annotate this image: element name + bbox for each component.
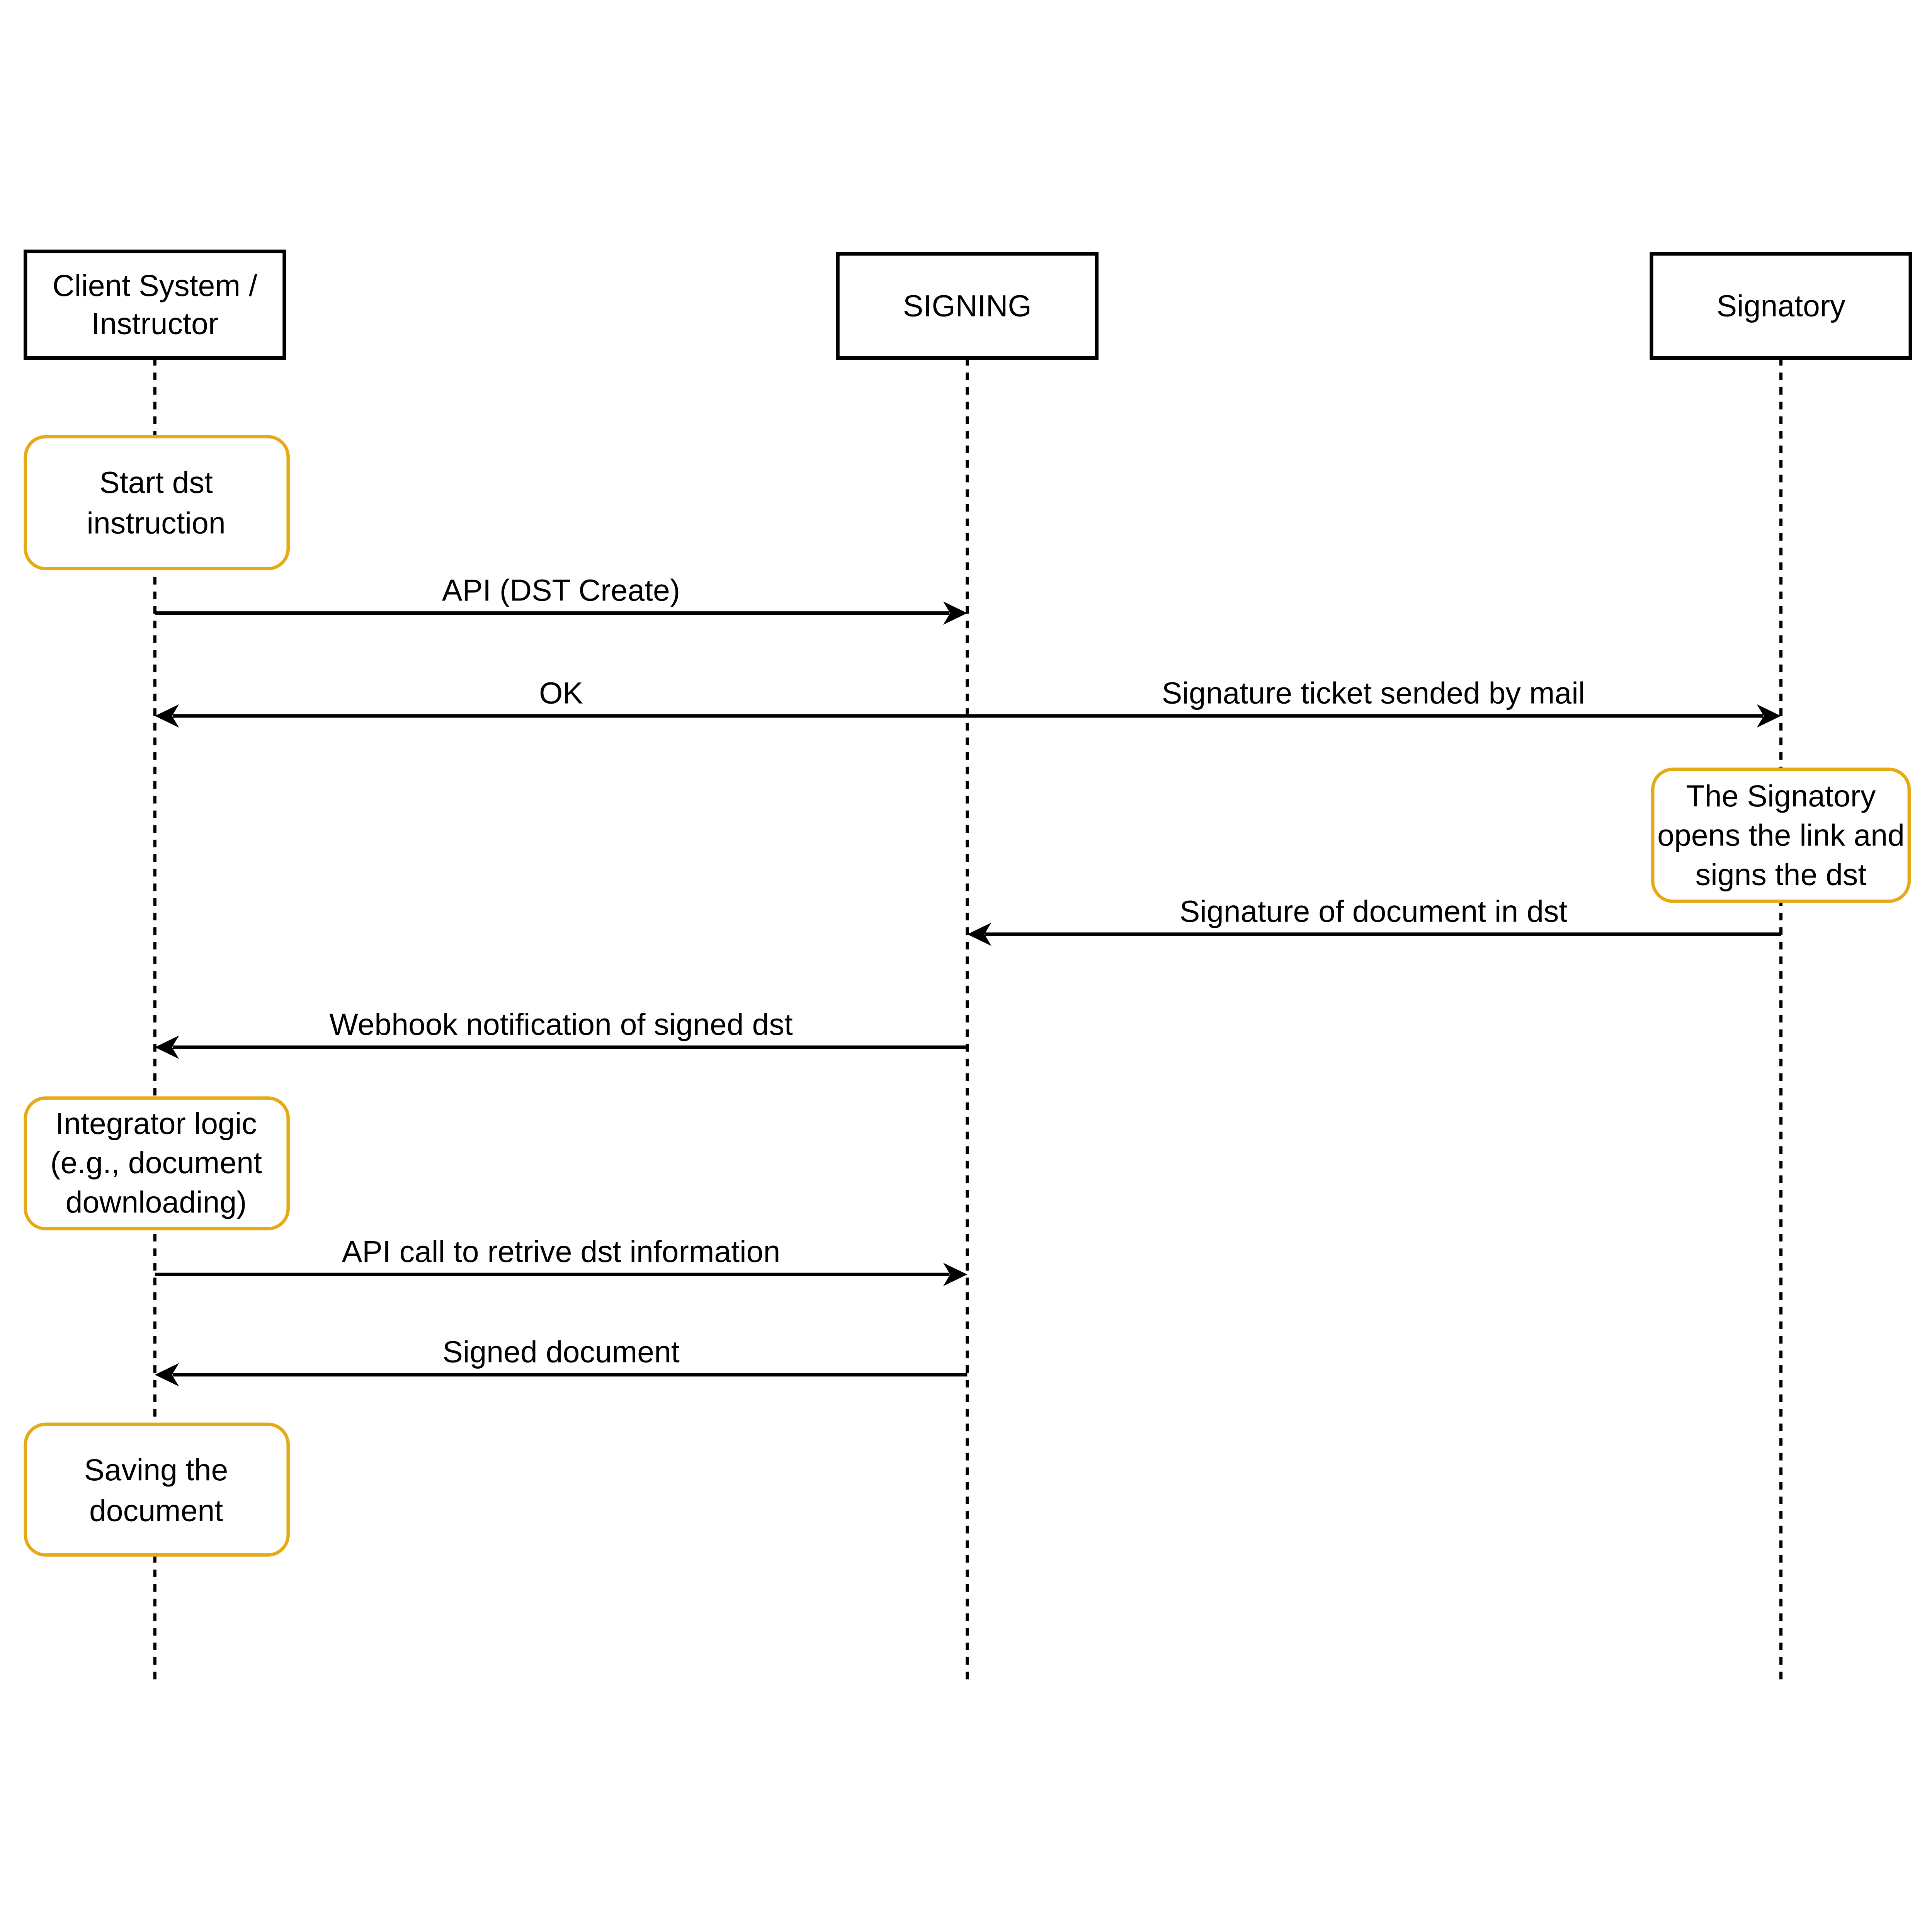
message-label: Signature of document in dst: [1180, 895, 1568, 929]
arrowhead-right-icon: [1757, 704, 1781, 728]
note-start-dst-instruction: Start dst instruction: [24, 435, 290, 571]
arrowhead-left-icon: [155, 1036, 179, 1059]
message-signature-of-document: Signature of document in dst: [967, 895, 1781, 946]
message-label: Webhook notification of signed dst: [329, 1007, 793, 1041]
arrowhead-left-icon: [155, 1363, 179, 1387]
actor-signing-title: SIGNING: [903, 289, 1032, 323]
note-saving-the-document: Saving the document: [24, 1422, 290, 1557]
note-signatory-opens-link-box: [1651, 767, 1911, 903]
note-line: downloading): [66, 1185, 247, 1219]
note-line: Integrator logic: [55, 1106, 257, 1140]
note-line: Saving the: [84, 1453, 228, 1487]
note-integrator-logic: Integrator logic (e.g., document downloa…: [24, 1096, 290, 1231]
message-label: OK: [539, 676, 583, 710]
note-start-dst-instruction-box: [24, 435, 290, 571]
note-line: (e.g., document: [50, 1146, 262, 1180]
message-signed-document: Signed document: [155, 1335, 968, 1387]
lifelines: [153, 358, 1783, 1682]
note-integrator-logic-box: [24, 1096, 290, 1231]
actor-client-title-line1: Client System /: [53, 269, 257, 303]
message-label: Signed document: [442, 1335, 680, 1369]
actor-signing-box: [836, 252, 1099, 360]
note-signatory-opens-link: The Signatory opens the link and signs t…: [1651, 767, 1911, 903]
note-saving-the-document-box: [24, 1422, 290, 1557]
message-label: API (DST Create): [442, 573, 680, 607]
note-line: instruction: [87, 506, 225, 540]
message-label: API call to retrive dst information: [342, 1235, 781, 1269]
actor-client-box: [24, 249, 286, 360]
note-line: signs the dst: [1696, 857, 1867, 891]
message-label: Signature ticket sended by mail: [1162, 676, 1585, 710]
actor-signing: SIGNING: [836, 252, 1099, 360]
note-line: Start dst: [99, 465, 213, 499]
arrowhead-right-icon: [943, 601, 968, 625]
note-line: document: [89, 1493, 223, 1527]
arrowhead-left-icon: [967, 922, 992, 946]
actor-signatory-title: Signatory: [1717, 289, 1846, 323]
actor-client-title-line2: Instructor: [92, 307, 219, 341]
message-webhook-notification: Webhook notification of signed dst: [155, 1007, 968, 1059]
message-api-dst-create: API (DST Create): [155, 573, 968, 625]
message-ok-and-signature-ticket: OK Signature ticket sended by mail: [155, 676, 1781, 728]
note-line: The Signatory: [1686, 779, 1876, 813]
arrowhead-right-icon: [943, 1263, 968, 1286]
actor-signatory: Signatory: [1650, 252, 1912, 360]
arrowhead-left-icon: [155, 704, 179, 728]
actor-client: Client System / Instructor: [24, 249, 286, 360]
actor-signatory-box: [1650, 252, 1912, 360]
message-api-call-retrieve: API call to retrive dst information: [155, 1235, 968, 1286]
note-line: opens the link and: [1657, 818, 1905, 852]
